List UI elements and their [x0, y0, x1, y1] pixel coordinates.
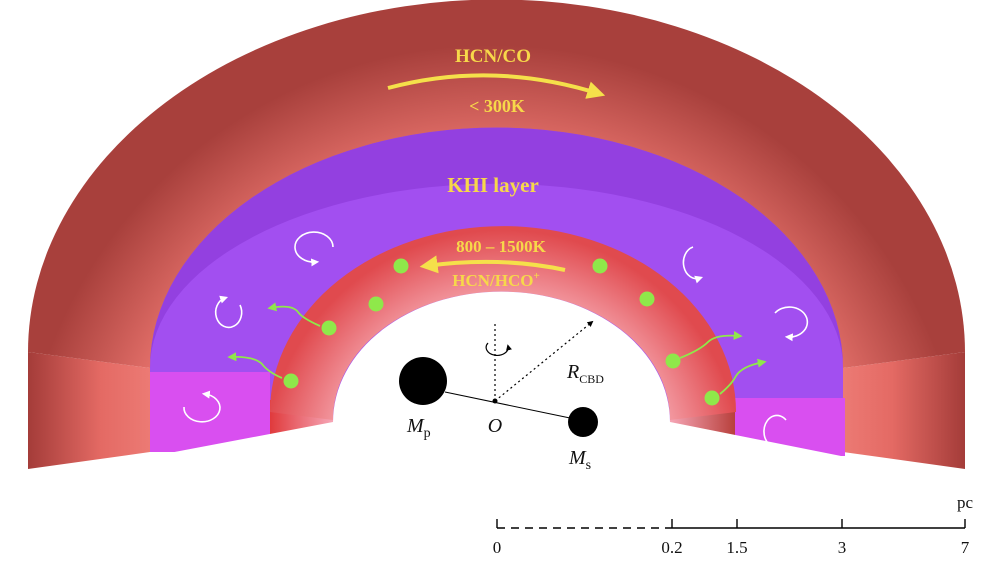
secondary-label: Ms	[568, 447, 591, 473]
gas-clumps	[283, 258, 720, 406]
outflow-arrow	[267, 302, 321, 327]
vortex-icon	[214, 295, 243, 329]
inner-species-main: HCN/HCO	[452, 271, 533, 290]
gas-dot	[321, 320, 337, 336]
radius-label-main: R	[566, 361, 579, 383]
center-label: O	[488, 415, 502, 437]
khi-layer-upper-shade	[150, 127, 843, 368]
binary-separation-line	[444, 391, 571, 419]
outer-torus-left-wing	[28, 352, 150, 469]
outflow-arrow	[719, 358, 767, 395]
outer-torus-right-wing	[843, 352, 965, 469]
radius-label-sub: CBD	[579, 372, 604, 386]
outflow-arrow	[679, 330, 743, 359]
secondary-label-main: M	[568, 447, 587, 469]
primary-label-sub: p	[424, 426, 431, 441]
secondary-label-sub: s	[586, 458, 591, 473]
radius-label: RCBD	[566, 361, 604, 386]
inner-temp-label: 800 – 1500K	[456, 237, 547, 256]
primary-label-main: M	[406, 415, 425, 437]
outer-rotation-arrow	[387, 73, 606, 99]
outer-temp-label: < 300K	[469, 96, 525, 116]
vortex-icon	[183, 390, 221, 423]
gas-dot	[368, 296, 384, 312]
gas-dot	[704, 390, 720, 406]
central-cavity	[0, 291, 987, 565]
outer-species-label: HCN/CO	[455, 46, 531, 67]
gas-dot	[639, 291, 655, 307]
radius-arrow	[494, 320, 594, 402]
scale-tick-label: 0	[493, 538, 502, 557]
secondary-black-hole	[568, 407, 598, 437]
gas-dot	[592, 258, 608, 274]
scale-tick-label: 1.5	[726, 538, 747, 557]
inner-rotation-arrow	[419, 255, 566, 274]
gas-outflow-arrows	[227, 302, 767, 395]
inner-species-label: HCN/HCO+	[452, 270, 540, 290]
vortex-icon	[774, 306, 809, 342]
scale-tick-label: 3	[838, 538, 847, 557]
outflow-arrow	[227, 352, 283, 379]
vortex-icon	[294, 231, 334, 267]
scale-bar	[496, 519, 966, 529]
vortices	[183, 231, 809, 453]
primary-black-hole	[399, 357, 447, 405]
inner-species-sup: +	[533, 270, 539, 282]
scale-unit: pc	[957, 493, 974, 512]
rotation-axis-spin-icon	[485, 342, 512, 357]
gas-dot	[665, 353, 681, 369]
gas-dot	[283, 373, 299, 389]
scale-tick-label: 7	[961, 538, 970, 557]
primary-label: Mp	[406, 415, 431, 441]
vortex-icon	[682, 246, 704, 284]
gas-dot	[393, 258, 409, 274]
vortex-icon	[763, 414, 787, 453]
scale-tick-label: 0.2	[661, 538, 682, 557]
khi-layer-label: KHI layer	[447, 173, 539, 197]
inner-torus	[270, 226, 736, 420]
